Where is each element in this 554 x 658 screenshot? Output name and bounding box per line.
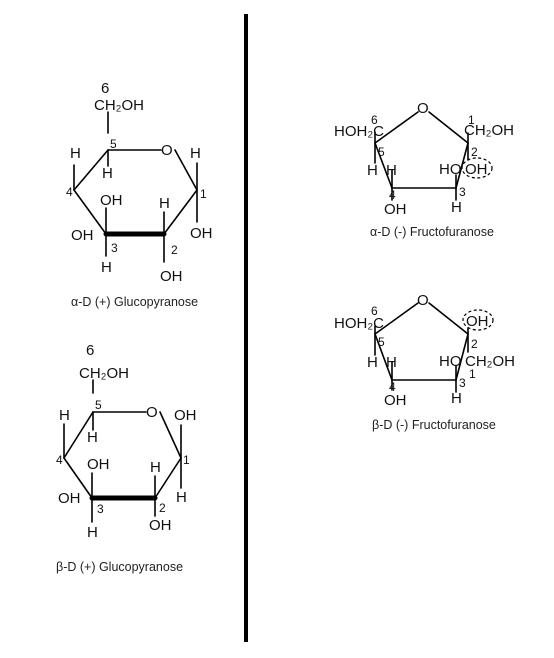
c5-h: H [102, 165, 113, 182]
alpha-fructofuranose: O 6 HOH₂C 1 CH₂OH 5 H 2 HO OH H 4 OH 3 H… [334, 100, 514, 239]
caption-alpha-fructofuranose: α-D (-) Fructofuranose [370, 225, 494, 239]
c4-number: 4 [389, 380, 396, 394]
c1-oh: OH [174, 407, 197, 424]
ring-oxygen: O [161, 142, 173, 159]
c4-h: H [59, 407, 70, 424]
bond-c5-c4 [374, 333, 393, 381]
bond-c1-c2 [163, 189, 198, 235]
c4-h: H [386, 354, 397, 371]
hoh2c-label: HOH₂C [334, 315, 384, 332]
c3-oh-up: OH [87, 456, 110, 473]
c2-number: 2 [471, 337, 478, 351]
c3-h: H [451, 390, 462, 407]
c4-number: 4 [66, 185, 73, 199]
c3-oh-up: OH [100, 192, 123, 209]
c3-number: 3 [97, 502, 104, 516]
c4-oh: OH [58, 490, 81, 507]
bond-o-c1 [159, 411, 182, 459]
c6-number: 6 [101, 80, 109, 97]
c6-number: 6 [371, 113, 378, 127]
ring-oxygen: O [417, 292, 429, 309]
caption-alpha-glucopyranose: α-D (+) Glucopyranose [71, 295, 198, 309]
beta-fructofuranose: O 6 HOH₂C OH 5 H 2 HO CH₂OH 1 H 4 OH 3 H… [334, 292, 515, 432]
anomeric-oh-highlight [462, 309, 494, 331]
c5-number: 5 [378, 145, 385, 159]
c4-number: 4 [389, 188, 396, 202]
c3-number: 3 [111, 241, 118, 255]
bond-c3-c2 [455, 142, 469, 189]
c2-h: H [150, 459, 161, 476]
c5-h: H [367, 162, 378, 179]
c3-number: 3 [459, 376, 466, 390]
c4-oh: OH [384, 201, 407, 218]
c2-oh: OH [149, 517, 172, 534]
bond-c4-c5 [63, 411, 94, 459]
ch2oh-label: CH₂OH [94, 97, 144, 114]
c5-number: 5 [378, 335, 385, 349]
c4-oh: OH [71, 227, 94, 244]
bond-c3-c2 [455, 333, 469, 381]
bond-c3-c4 [63, 457, 93, 499]
c5-number: 5 [110, 137, 117, 151]
ch2oh-label: CH₂OH [464, 122, 514, 139]
bond-o-c5 [374, 111, 419, 144]
bond-o-c1 [174, 149, 198, 191]
bond-o-c5 [374, 302, 419, 335]
c2-number: 2 [471, 145, 478, 159]
bond-c3-c4 [73, 189, 107, 235]
c2-h: H [159, 195, 170, 212]
caption-beta-glucopyranose: β-D (+) Glucopyranose [56, 560, 183, 574]
c4-oh: OH [384, 392, 407, 409]
c6-number: 6 [86, 342, 94, 359]
c1-h: H [176, 489, 187, 506]
c3-ho: HO [439, 353, 462, 370]
alpha-glucopyranose: 6 CH₂OH O H 5 H H 1 4 OH OH H OH 3 H 2 O… [66, 80, 213, 309]
c5-number: 5 [95, 398, 102, 412]
c3-h: H [87, 524, 98, 541]
c4-number: 4 [56, 453, 63, 467]
c5-h: H [367, 354, 378, 371]
c1-h: H [190, 145, 201, 162]
anomeric-oh: OH [466, 313, 489, 330]
c3-h: H [101, 259, 112, 276]
c6-number: 6 [371, 304, 378, 318]
c2-number: 2 [159, 501, 166, 515]
c4-h: H [386, 162, 397, 179]
ring-oxygen: O [417, 100, 429, 117]
bond-c1-c2 [154, 457, 182, 499]
c1-number: 1 [183, 453, 190, 467]
c2-oh: OH [160, 268, 183, 285]
bond-c4-c5 [73, 149, 109, 191]
bond-c5-c4 [374, 142, 393, 189]
c1-number: 1 [200, 187, 207, 201]
c2-number: 2 [171, 243, 178, 257]
bond-o-c2 [428, 111, 469, 144]
c5-h: H [87, 429, 98, 446]
c1-number: 1 [468, 113, 475, 127]
c4-h: H [70, 145, 81, 162]
c3-number: 3 [459, 185, 466, 199]
hoh2c-label: HOH₂C [334, 123, 384, 140]
ring-oxygen: O [146, 404, 158, 421]
anomeric-oh-highlight [461, 157, 493, 179]
bond-o-c2 [428, 302, 469, 335]
anomeric-oh: OH [465, 161, 488, 178]
ch2oh-label: CH₂OH [79, 365, 129, 382]
c3-h: H [451, 199, 462, 216]
c1-number: 1 [469, 367, 476, 381]
ch2oh-label: CH₂OH [465, 353, 515, 370]
beta-glucopyranose: 6 CH₂OH O OH H 5 H 4 OH OH H 1 H 3 H 2 O… [56, 342, 197, 574]
c1-oh: OH [190, 225, 213, 242]
c3-ho: HO [439, 161, 462, 178]
caption-beta-fructofuranose: β-D (-) Fructofuranose [372, 418, 496, 432]
